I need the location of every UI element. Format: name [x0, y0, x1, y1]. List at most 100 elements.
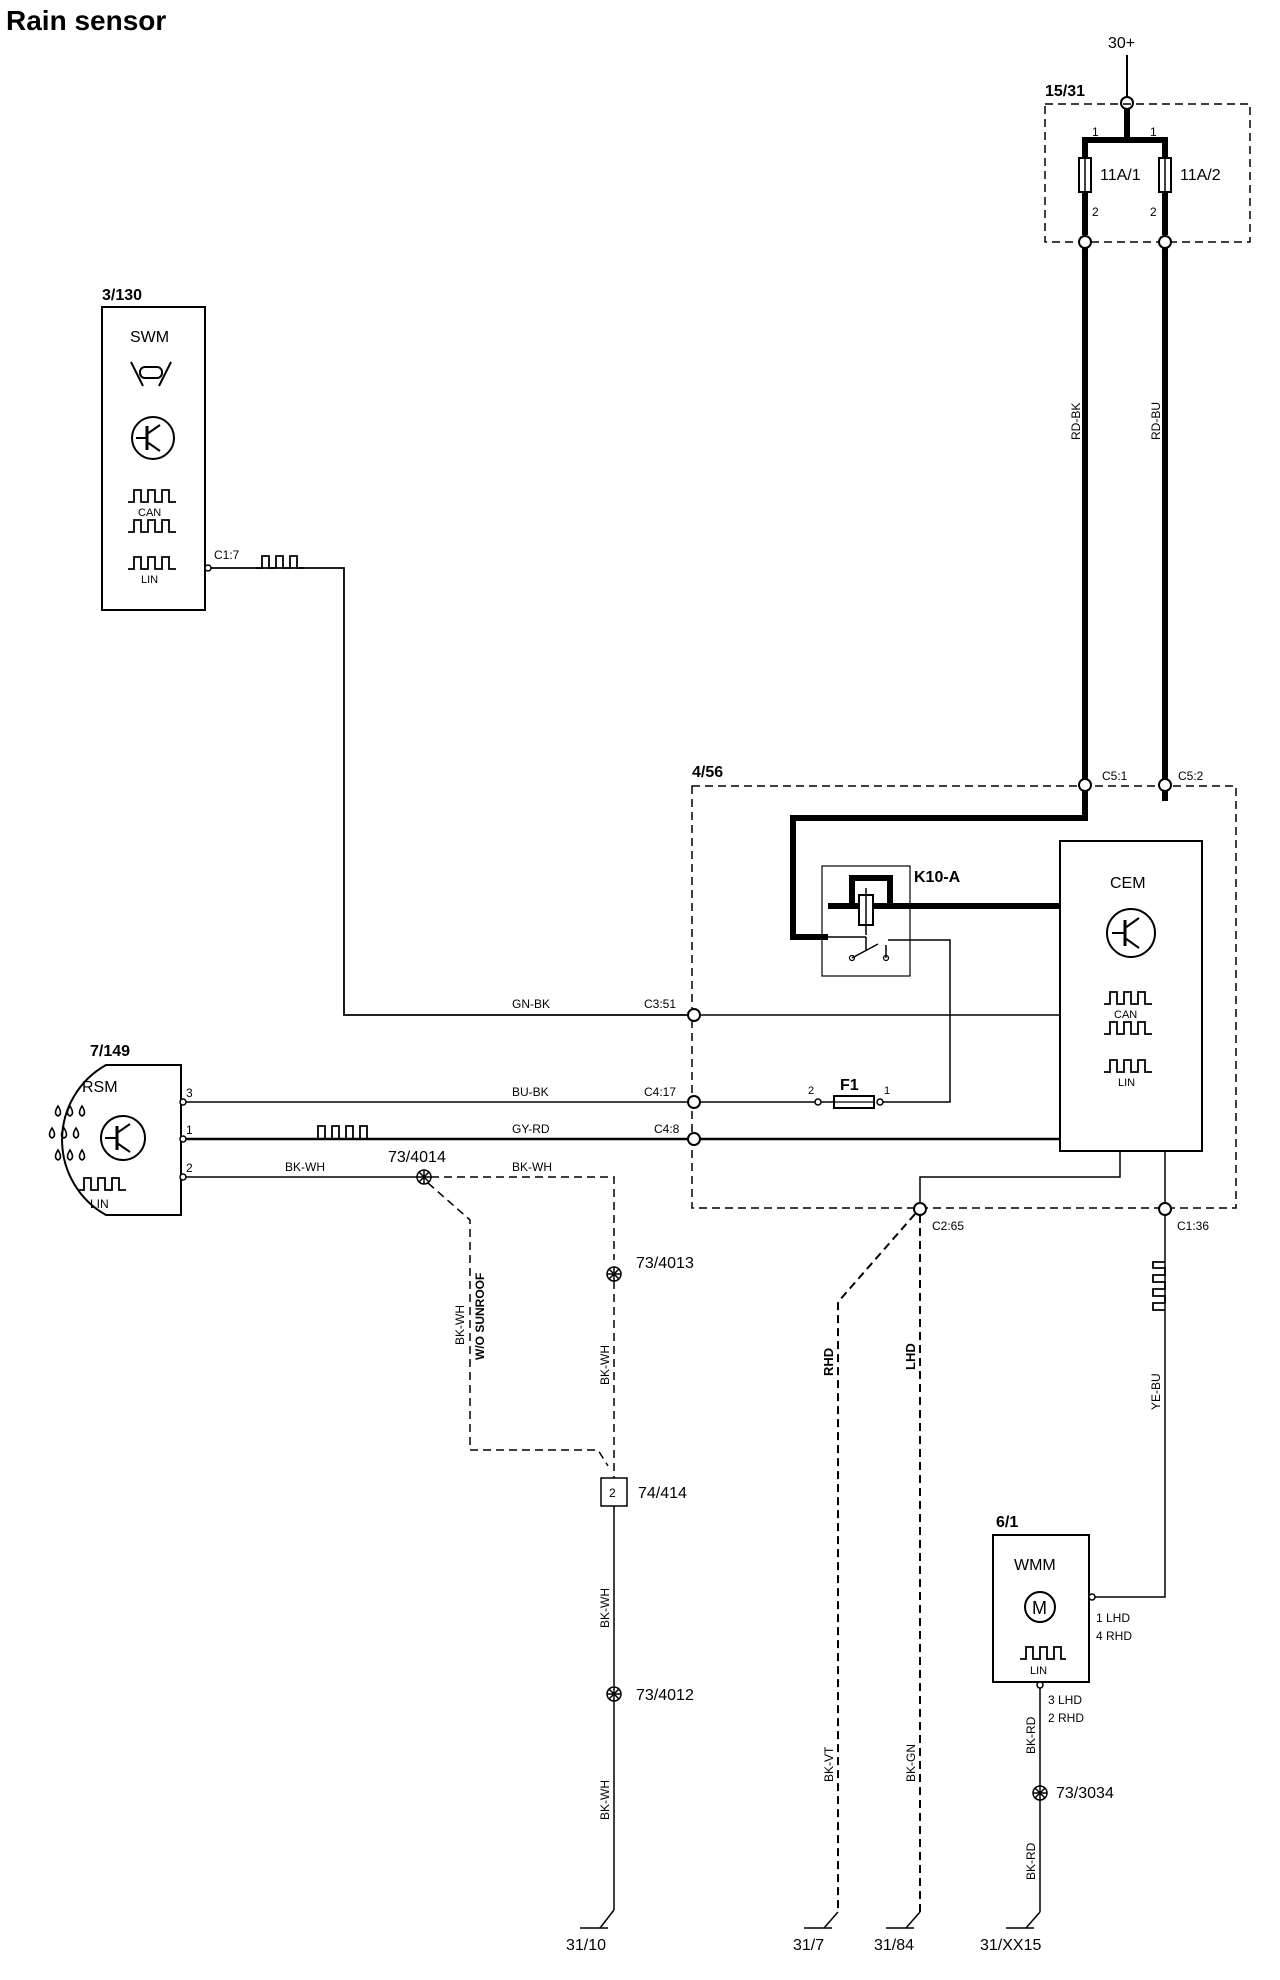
wmm-name: WMM [1014, 1557, 1056, 1574]
lin-signal-icon: LIN [1020, 1646, 1066, 1677]
svg-text:3 LHD: 3 LHD [1048, 1693, 1082, 1707]
svg-text:C4:17: C4:17 [644, 1085, 676, 1099]
swm-id: 3/130 [102, 287, 142, 304]
ground-31-7: 31/7 [793, 1911, 839, 1954]
svg-text:C5:2: C5:2 [1178, 769, 1204, 783]
swm-pin: C1:7 [214, 548, 240, 562]
wire-label-rhd: RHD [821, 1348, 836, 1376]
fusebox-outline [1044, 103, 1251, 243]
splice-label-4012: 73/4012 [636, 1687, 694, 1704]
svg-text:2 RHD: 2 RHD [1048, 1711, 1084, 1725]
supply-node [1120, 96, 1134, 110]
svg-text:2: 2 [1092, 205, 1099, 219]
cem-box: 4/56 C5:1 C5:2 K10-A CEM [644, 764, 1237, 1233]
svg-text:2: 2 [186, 1161, 193, 1175]
svg-text:LIN: LIN [90, 1197, 109, 1211]
wmm-id: 6/1 [996, 1514, 1018, 1531]
svg-text:1 LHD: 1 LHD [1096, 1611, 1130, 1625]
svg-text:LIN: LIN [141, 574, 158, 586]
svg-text:C3:51: C3:51 [644, 997, 676, 1011]
wire-label-bk-rd: BK-RD [1024, 1716, 1038, 1754]
cem-name: CEM [1110, 875, 1146, 892]
svg-text:C5:1: C5:1 [1102, 769, 1128, 783]
rsm-module: 7/149 RSM LIN 3 1 2 [48, 1043, 193, 1216]
svg-text:2: 2 [609, 1486, 616, 1500]
motor-icon [1024, 1591, 1056, 1623]
rsm-outline [61, 1064, 182, 1216]
transistor-icon [100, 1115, 146, 1161]
svg-text:M: M [1032, 1598, 1047, 1618]
svg-text:1: 1 [186, 1123, 193, 1137]
svg-text:31/10: 31/10 [566, 1937, 606, 1954]
wire-label-rd-bu: RD-BU [1149, 402, 1163, 440]
ground-31-xx15: 31/XX15 [980, 1911, 1041, 1954]
fusebox-15-31: 30+ 15/31 1 11A/1 2 1 11A/2 2 [1044, 35, 1251, 249]
wire-label-bk-rd-b: BK-RD [1024, 1842, 1038, 1880]
wire-label-gn-bk: GN-BK [512, 997, 550, 1011]
fuse-11a-2-label: 11A/2 [1180, 167, 1221, 184]
svg-text:LIN: LIN [1030, 1665, 1047, 1677]
lin-signal-icon: LIN [78, 1177, 126, 1211]
rsm-id: 7/149 [90, 1043, 130, 1060]
supply-label: 30+ [1108, 35, 1135, 52]
svg-text:1: 1 [1150, 125, 1157, 139]
svg-text:1: 1 [1092, 125, 1099, 139]
diagram-title: Rain sensor [6, 5, 166, 36]
svg-text:1: 1 [884, 1085, 890, 1097]
transistor-icon [131, 416, 175, 460]
svg-text:CAN: CAN [1114, 1009, 1137, 1021]
fuse-11a-1-label: 11A/1 [1100, 167, 1141, 184]
wire-label-wo-sunroof: W/O SUNROOF [473, 1273, 487, 1360]
splice-label-4013: 73/4013 [636, 1255, 694, 1272]
connector-label: 74/414 [638, 1485, 687, 1502]
wire-label-bk-wh-v: BK-WH [453, 1305, 467, 1345]
rsm-name: RSM [82, 1079, 118, 1096]
light-sensor-icon [130, 361, 172, 387]
ground-31-10: 31/10 [566, 1909, 615, 1954]
svg-text:2: 2 [1150, 205, 1157, 219]
lin-signal-icon: LIN [1104, 1059, 1152, 1089]
svg-text:CAN: CAN [138, 507, 161, 519]
svg-text:31/7: 31/7 [793, 1937, 824, 1954]
svg-text:C1:36: C1:36 [1177, 1219, 1209, 1233]
ground-31-84: 31/84 [874, 1911, 921, 1954]
splice-73-4012 [606, 1686, 622, 1702]
relay-label: K10-A [914, 869, 961, 886]
svg-text:31/84: 31/84 [874, 1937, 914, 1954]
splice-73-3034 [1032, 1785, 1048, 1801]
wire-label-gy-rd: GY-RD [512, 1122, 550, 1136]
svg-text:C2:65: C2:65 [932, 1219, 964, 1233]
wire-label-rd-bk: RD-BK [1069, 403, 1083, 440]
can-signal-icon: CAN [128, 489, 176, 533]
svg-text:2: 2 [808, 1085, 814, 1097]
wmm-module: 6/1 WMM M LIN 1 LHD 4 RHD 3 LHD 2 RHD [992, 1514, 1132, 1725]
svg-text:LIN: LIN [1118, 1077, 1135, 1089]
wire-label-bk-wh: BK-WH [285, 1160, 325, 1174]
lin-signal-icon [1152, 1261, 1166, 1311]
splice-73-4014 [416, 1169, 432, 1185]
wire-label-ye-bu: YE-BU [1149, 1373, 1163, 1410]
can-signal-icon: CAN [1104, 991, 1152, 1035]
relay-k10-a [821, 865, 911, 977]
cem-box-id: 4/56 [692, 764, 723, 781]
fuse-f1-label: F1 [840, 1077, 859, 1094]
splice-label-3034: 73/3034 [1056, 1785, 1114, 1802]
splice-73-4013 [606, 1266, 622, 1282]
wmm-box [992, 1534, 1090, 1683]
lin-signal-icon [256, 555, 304, 569]
lin-signal-icon [312, 1125, 372, 1140]
swm-module: 3/130 SWM CAN LIN C1:7 [101, 287, 240, 611]
wire-label-bk-wh-b: BK-WH [512, 1160, 552, 1174]
cem-box-outline [691, 785, 1237, 1209]
transistor-icon [1106, 908, 1156, 958]
splice-label-4014: 73/4014 [388, 1149, 446, 1166]
fusebox-id: 15/31 [1045, 83, 1085, 100]
raindrops-icon [48, 1104, 86, 1161]
wire-label-bk-gn: BK-GN [904, 1744, 918, 1782]
svg-text:4 RHD: 4 RHD [1096, 1629, 1132, 1643]
wire-label-bk-vt: BK-VT [822, 1746, 836, 1782]
wire-label-bu-bk: BU-BK [512, 1085, 549, 1099]
svg-text:31/XX15: 31/XX15 [980, 1937, 1041, 1954]
wire-label-lhd: LHD [903, 1343, 918, 1370]
